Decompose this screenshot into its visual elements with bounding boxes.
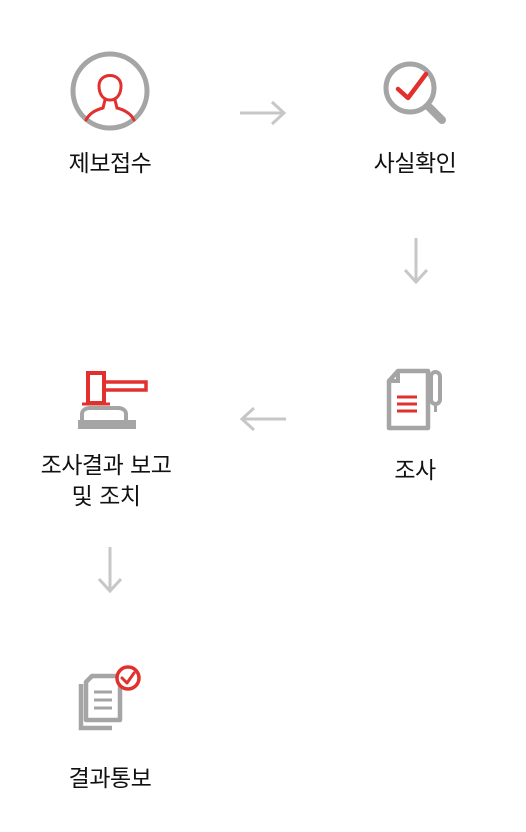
person-icon [70, 51, 150, 131]
arrow-left-icon [239, 406, 286, 432]
step-label-action-line2: 및 조치 [71, 484, 141, 510]
gavel-icon [78, 371, 148, 429]
magnifier-check-icon [383, 61, 446, 124]
step-label-notify: 결과통보 [68, 766, 152, 792]
step-label-investigate: 조사 [394, 458, 436, 484]
documents-check-icon [78, 665, 141, 731]
step-label-action-line1: 조사결과 보고 [40, 453, 172, 479]
step-label-verify: 사실확인 [373, 151, 457, 177]
arrow-right-icon [240, 100, 287, 126]
arrow-down-icon [97, 547, 123, 594]
document-pen-icon [386, 368, 442, 431]
arrow-down-icon [403, 238, 429, 285]
step-label-report: 제보접수 [68, 151, 152, 177]
